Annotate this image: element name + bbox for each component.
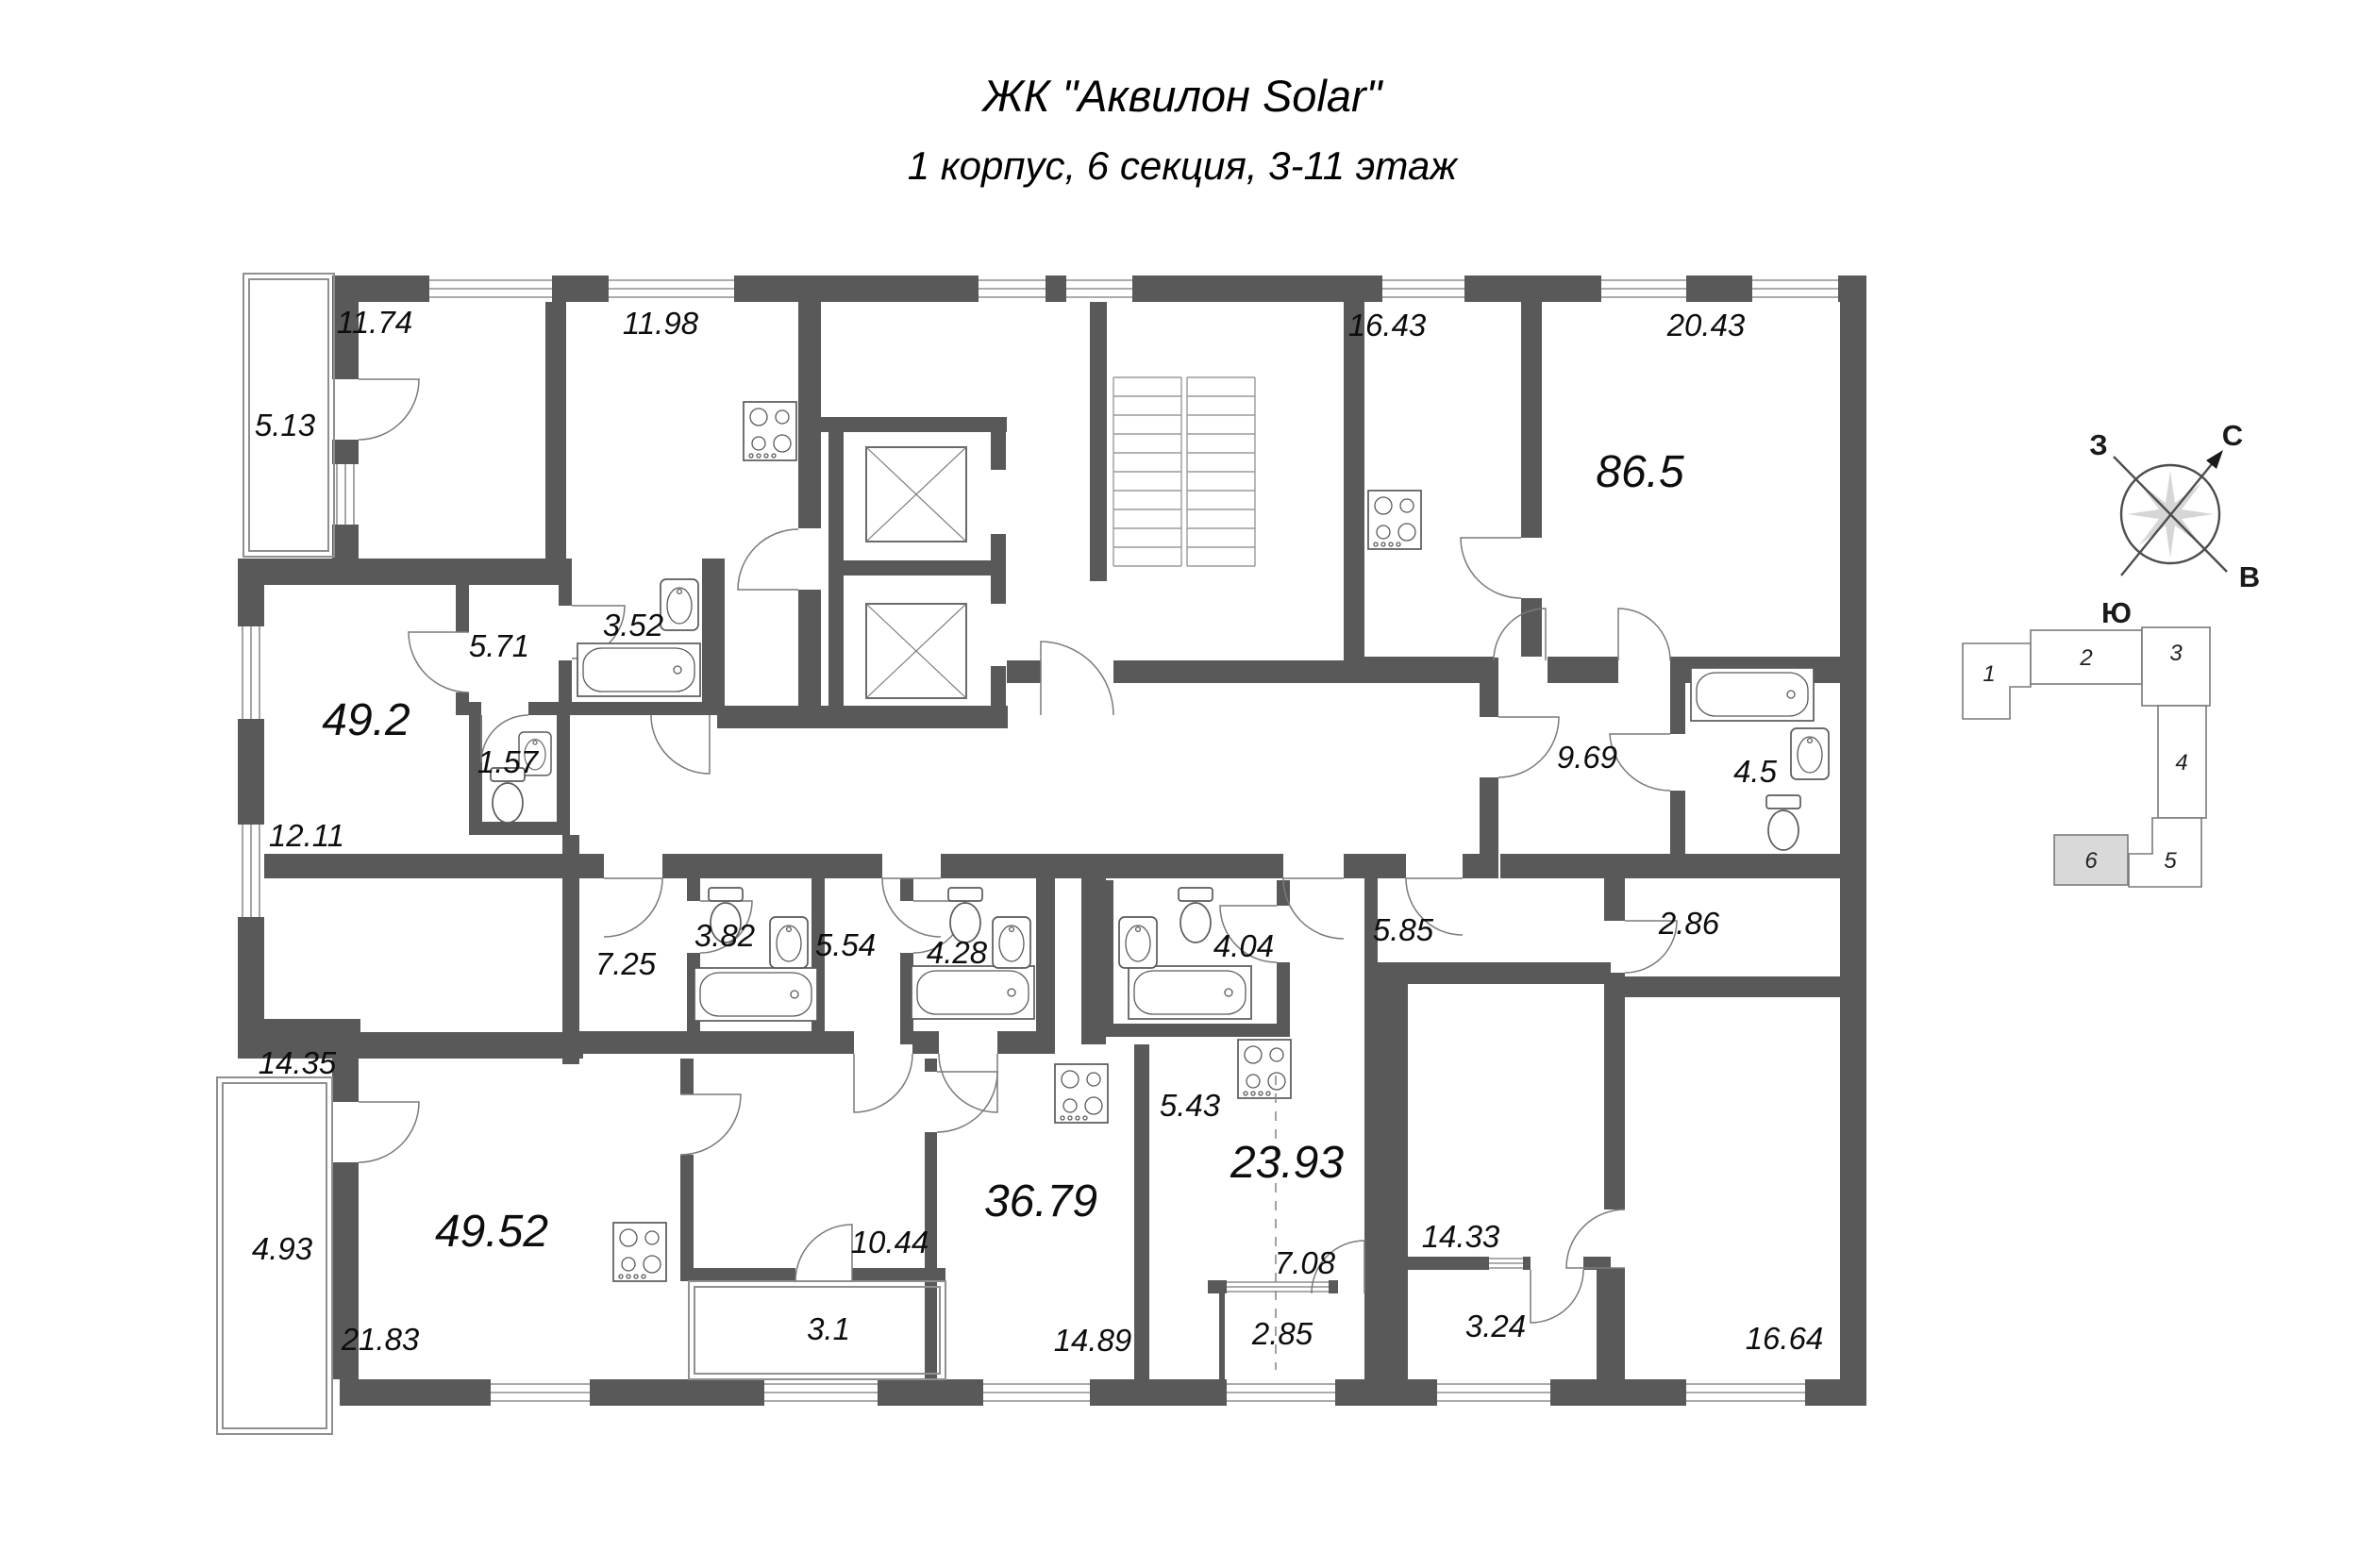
room-area-label: 11.98 — [623, 306, 699, 341]
toilet-icon — [1178, 887, 1213, 943]
balcony-glazing — [216, 273, 946, 1435]
room-area-label: 14.33 — [1422, 1219, 1500, 1254]
room-area-label: 5.43 — [1160, 1088, 1221, 1123]
room-area-label: 7.25 — [595, 946, 657, 981]
bathtub-icon — [577, 642, 701, 697]
room-area-label: 4.5 — [1733, 754, 1778, 789]
key-section-label: 3 — [2169, 641, 2183, 666]
room-area-label: 10.44 — [851, 1225, 929, 1259]
room-area-label: 11.74 — [337, 305, 412, 340]
stove-icon — [1367, 490, 1422, 550]
building-subtitle: 1 корпус, 6 секция, 3-11 этаж — [908, 143, 1460, 188]
room-area-label: 14.89 — [1054, 1323, 1132, 1358]
room-area-label: 21.83 — [341, 1322, 420, 1357]
room-area-label: 3.1 — [807, 1311, 850, 1346]
room-area-label: 3.82 — [694, 918, 755, 953]
apartment-area-label: 86.5 — [1596, 447, 1684, 497]
key-section-label: 4 — [2175, 750, 2187, 776]
apartment-area-label: 23.93 — [1230, 1138, 1344, 1188]
room-area-label: 2.85 — [1251, 1316, 1313, 1351]
toilet-icon — [1765, 794, 1801, 851]
section-key-plan: 1 2 3 4 5 6 — [1962, 626, 2211, 888]
bathtub-icon — [1128, 965, 1252, 1020]
windows — [242, 275, 1838, 1406]
room-area-label: 16.43 — [1348, 308, 1427, 342]
stove-icon — [612, 1222, 667, 1282]
bathtub-icon — [1690, 667, 1815, 722]
key-section-label: 5 — [2164, 848, 2177, 874]
apartment-area-label: 49.52 — [435, 1207, 548, 1257]
door-arcs — [358, 378, 1678, 1324]
room-area-label: 5.85 — [1373, 912, 1434, 947]
key-section-label: 2 — [2079, 645, 2092, 671]
compass-south-label: Ю — [2101, 596, 2132, 629]
apartment-area-label: 49.2 — [322, 695, 410, 745]
stove-icon — [743, 401, 797, 461]
sink-icon — [992, 916, 1031, 969]
complex-title: ЖК "Аквилон Solar" — [981, 71, 1384, 121]
key-section-2 — [2030, 629, 2143, 685]
room-area-label: 4.04 — [1213, 928, 1274, 963]
compass-north-label: С — [2222, 419, 2243, 452]
stove-icon — [1237, 1039, 1292, 1099]
room-area-label: 3.52 — [603, 608, 663, 642]
room-area-label: 20.43 — [1666, 308, 1746, 342]
page-title: ЖК "Аквилон Solar" 1 корпус, 6 секция, 3… — [908, 71, 1460, 188]
key-section-1 — [1962, 642, 2032, 720]
room-area-label: 14.35 — [259, 1045, 337, 1080]
room-area-label: 2.86 — [1658, 906, 1720, 941]
room-area-label: 16.64 — [1746, 1321, 1824, 1356]
sink-icon — [1790, 727, 1830, 780]
compass-west-label: З — [2089, 428, 2107, 461]
key-section-5 — [2128, 817, 2202, 888]
sink-icon — [769, 916, 809, 969]
room-area-label: 4.28 — [927, 935, 988, 970]
room-area-label: 7.08 — [1275, 1245, 1336, 1280]
sink-icon — [660, 578, 699, 631]
room-area-label: 1.57 — [477, 744, 540, 779]
key-section-6-highlighted — [2053, 834, 2129, 886]
key-section-label: 6 — [2084, 848, 2098, 874]
room-area-label: 9.69 — [1557, 740, 1617, 775]
area-labels: 11.74 11.98 5.13 16.43 20.43 86.5 3.52 5… — [252, 305, 1823, 1358]
compass-icon: С В Ю З — [2089, 419, 2260, 629]
room-area-label: 5.13 — [255, 408, 316, 442]
room-area-label: 5.71 — [469, 628, 529, 663]
room-area-label: 12.11 — [269, 818, 344, 853]
bathtub-icon — [694, 967, 818, 1022]
room-area-label: 5.54 — [815, 927, 876, 962]
stove-icon — [1054, 1063, 1109, 1124]
sink-icon — [1118, 916, 1158, 969]
stairs-icon — [1113, 376, 1256, 567]
fixtures — [490, 401, 1830, 1370]
elevator-shaft-icon — [865, 446, 967, 699]
apartment-area-label: 36.79 — [984, 1176, 1097, 1226]
bathtub-icon — [911, 965, 1035, 1020]
room-area-label: 4.93 — [252, 1231, 313, 1266]
compass-east-label: В — [2239, 560, 2260, 593]
room-area-label: 3.24 — [1465, 1309, 1526, 1343]
key-section-label: 1 — [1983, 661, 1995, 687]
key-section-3 — [2141, 626, 2211, 707]
